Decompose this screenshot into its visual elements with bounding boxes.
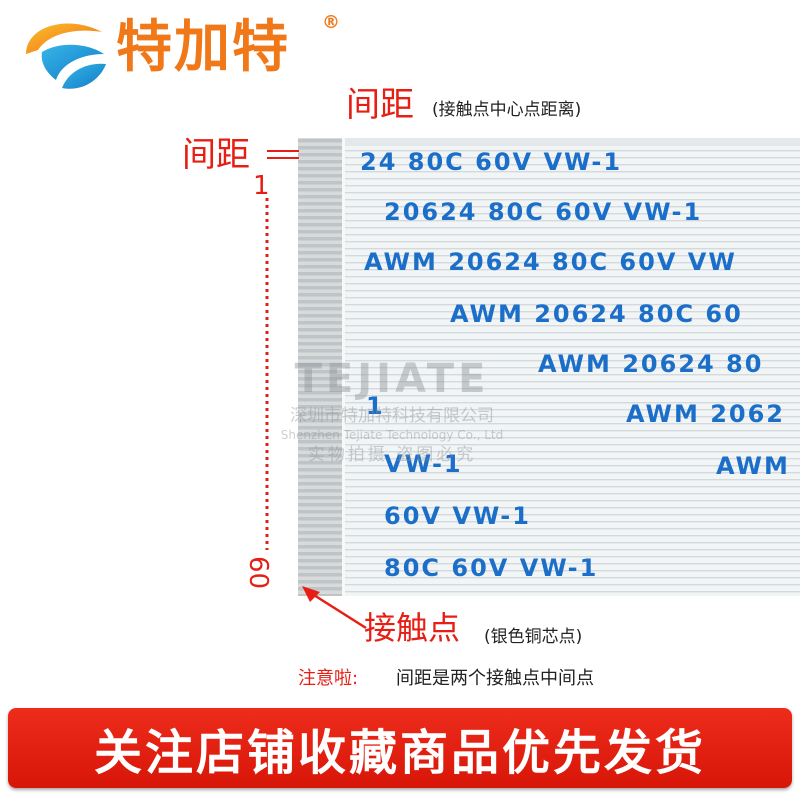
pin-number-last: 60	[243, 556, 273, 590]
cable-print-row: 24 80C 60V VW-1	[360, 148, 622, 176]
notice-label: 注意啦:	[298, 668, 359, 689]
registered-mark: ®	[322, 12, 340, 33]
watermark-logo: TEJIATE	[295, 356, 490, 402]
contact-note: (银色铜芯点)	[484, 627, 583, 647]
watermark-company: 深圳市特加特科技有限公司	[290, 406, 494, 426]
pitch-marker-icon	[267, 150, 299, 159]
contact-title: 接触点	[364, 609, 461, 647]
cable-print-row: 60V VW-1	[384, 502, 531, 530]
cable-print-row: 1	[366, 392, 385, 420]
cable-print-row: AWM 20624 80	[538, 350, 763, 378]
pitch-title: 间距	[346, 85, 414, 125]
cable-print-row: 20624 80C 60V VW-1	[384, 198, 702, 226]
pin-range-dotted-line	[265, 198, 269, 550]
arrow-icon	[302, 586, 367, 630]
watermark-notice: 实物拍摄 盗图必究	[308, 445, 476, 465]
cable-print: 24 80C 60V VW-1 20624 80C 60V VW-1 AWM 2…	[360, 148, 790, 582]
cable-print-row: AWM 20624 80C 60V VW	[364, 248, 737, 276]
notice-text: 间距是两个接触点中间点	[396, 668, 594, 689]
brand-name: 特加特	[116, 15, 290, 80]
promo-banner[interactable]: 关注店铺收藏商品优先发货	[8, 708, 792, 788]
pitch-side-label: 间距	[182, 135, 250, 175]
cable-print-row: AWM	[716, 452, 790, 480]
pin-number-first: 1	[253, 171, 270, 201]
cable-print-row: VW-1	[384, 450, 463, 478]
watermark: TEJIATE 深圳市特加特科技有限公司 Shenzhen Tejiate Te…	[281, 356, 504, 465]
cable-print-row: AWM 2062	[626, 400, 785, 428]
watermark-company-en: Shenzhen Tejiate Technology Co., Ltd	[281, 428, 504, 442]
cable-print-row: 80C 60V VW-1	[384, 554, 598, 582]
ffc-cable-photo: 24 80C 60V VW-1 20624 80C 60V VW-1 AWM 2…	[281, 138, 800, 608]
pitch-note: (接触点中心点距离)	[432, 100, 582, 120]
swoosh-logo-icon	[26, 23, 106, 89]
cable-print-row: AWM 20624 80C 60	[450, 300, 743, 328]
